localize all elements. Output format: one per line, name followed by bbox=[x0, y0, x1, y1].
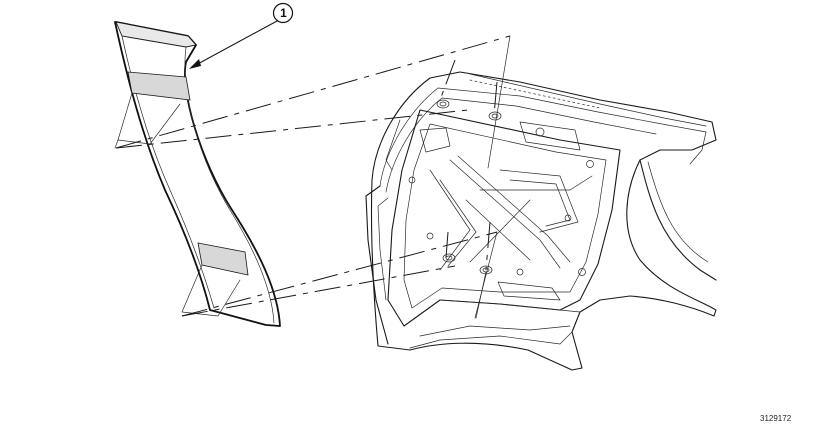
callout-1-number: 1 bbox=[280, 6, 287, 20]
figure-id-label: 3129172 bbox=[760, 414, 792, 423]
rear-spoiler bbox=[114, 21, 281, 327]
alignment-lines bbox=[115, 35, 511, 319]
callout-leader bbox=[189, 2, 294, 69]
deck-lid-assembly bbox=[365, 71, 717, 371]
